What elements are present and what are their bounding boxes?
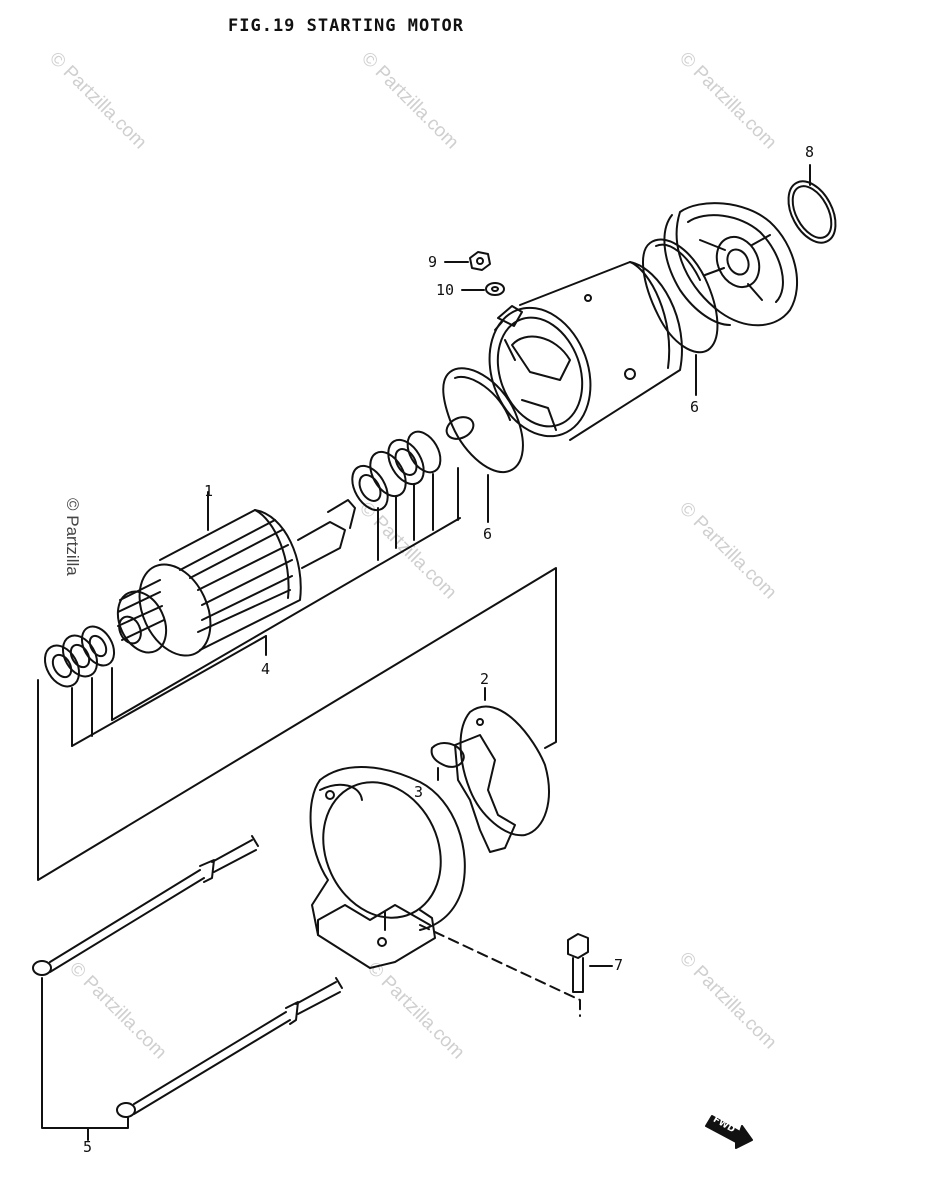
callout-8: 8 bbox=[805, 143, 815, 161]
part-2-brush-plate bbox=[454, 687, 550, 853]
figure-title: FIG.19 STARTING MOTOR bbox=[228, 16, 464, 36]
leader-line-7 bbox=[419, 924, 581, 1017]
part-6-gasket-rear bbox=[642, 238, 719, 396]
callout-2: 2 bbox=[480, 670, 490, 688]
washer-set-lower bbox=[43, 517, 461, 747]
callout-4: 4 bbox=[261, 660, 271, 678]
part-5-bracket bbox=[41, 977, 129, 1141]
fwd-arrow-icon bbox=[705, 1115, 753, 1149]
part-8-o-ring bbox=[787, 164, 837, 244]
callout-3: 3 bbox=[414, 783, 424, 801]
callout-6-front: 6 bbox=[483, 525, 493, 543]
callout-10: 10 bbox=[436, 281, 455, 299]
part-7-bolt bbox=[567, 933, 613, 993]
washer-set-upper bbox=[351, 430, 459, 561]
part-5-through-bolt-lower bbox=[116, 977, 343, 1118]
rear-end-cover bbox=[663, 202, 798, 327]
part-4-bracket bbox=[37, 567, 557, 881]
front-housing bbox=[309, 766, 466, 969]
part-10-washer bbox=[461, 282, 505, 296]
part-6-gasket-front bbox=[442, 367, 524, 523]
part-1-armature bbox=[116, 491, 356, 657]
part-3-spring bbox=[430, 742, 465, 781]
callout-9: 9 bbox=[428, 253, 438, 271]
callout-5: 5 bbox=[83, 1138, 93, 1156]
callout-1: 1 bbox=[204, 482, 214, 500]
yoke-housing bbox=[488, 261, 683, 441]
callout-6-rear: 6 bbox=[690, 398, 700, 416]
callout-7: 7 bbox=[614, 956, 624, 974]
part-5-through-bolt-upper bbox=[32, 835, 259, 976]
part-9-nut bbox=[444, 251, 491, 271]
